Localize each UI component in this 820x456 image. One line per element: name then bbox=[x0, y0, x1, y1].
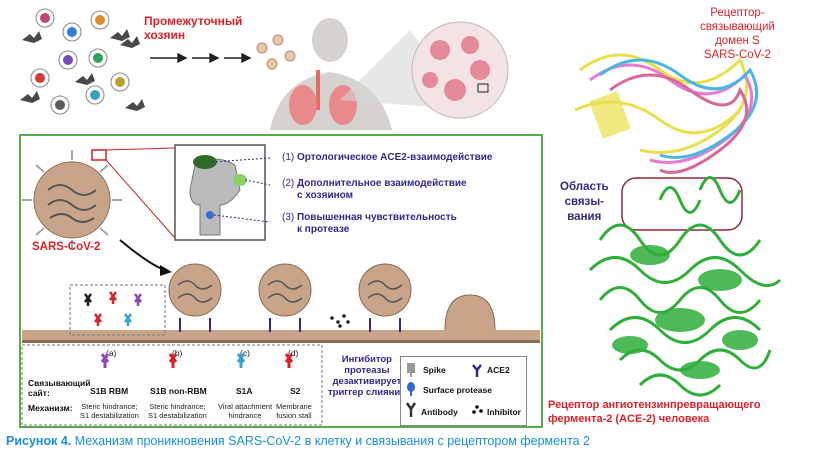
cell-membrane bbox=[22, 330, 540, 340]
figure-caption-label: Рисунок 4. bbox=[6, 434, 72, 448]
interaction-1-num: (1) bbox=[282, 152, 295, 163]
legend-antibody: Antibody bbox=[421, 407, 458, 417]
col-d-site: S2 bbox=[290, 386, 301, 396]
sars-cov-2-virion bbox=[22, 147, 176, 250]
col-a-site: S1B RBM bbox=[90, 386, 129, 396]
legend-spike: Spike bbox=[423, 365, 446, 375]
protein-structure bbox=[574, 53, 782, 397]
col-a-letter: (a) bbox=[106, 348, 117, 358]
bats-and-viruses-cluster bbox=[20, 8, 145, 115]
attaching-virions bbox=[168, 263, 496, 332]
col-d-mech: Membrane fusion stall bbox=[276, 402, 312, 420]
surface-protease-icon bbox=[407, 382, 415, 396]
interaction-2-text: Дополнительное взаимодействие с хозяином bbox=[297, 178, 467, 201]
legend-protease: Surface protease bbox=[423, 385, 492, 395]
col-c-site: S1A bbox=[236, 386, 253, 396]
figure-caption: Рисунок 4. Механизм проникновения SARS-C… bbox=[6, 434, 590, 448]
released-virions bbox=[256, 34, 296, 70]
sars-cov-2-label: SARS-CoV-2 bbox=[32, 241, 101, 253]
binding-site-row-label: Связывающий сайт: bbox=[28, 378, 91, 398]
col-b-site: S1B non-RBM bbox=[150, 386, 207, 396]
interaction-1: (1) Ортологическое ACE2-взаимодействие bbox=[282, 152, 492, 163]
antibodies-box bbox=[69, 284, 166, 336]
interaction-1-text: Ортологическое ACE2-взаимодействие bbox=[297, 152, 493, 163]
interaction-3-num: (3) bbox=[282, 212, 295, 223]
figure-caption-text: Механизм проникновения SARS-CoV-2 в клет… bbox=[71, 434, 590, 448]
col-b-letter: (b) bbox=[172, 348, 183, 358]
col-a-mech: Steric hindrance; S1 destabilization bbox=[80, 402, 139, 420]
col-c-mech: Viral attachment hindrance bbox=[218, 402, 273, 420]
interaction-3: (3) Повышенная чувствительность к протеа… bbox=[282, 212, 457, 236]
spike-zoom-box bbox=[174, 144, 271, 241]
lung-magnifier bbox=[340, 21, 509, 119]
interaction-2-num: (2) bbox=[282, 178, 295, 189]
legend-inhibitor: Inhibitor bbox=[487, 407, 521, 417]
receptor-domain-label: Рецептор- связывающий домен S SARS-CoV-2 bbox=[700, 7, 775, 61]
mechanism-panel-border bbox=[19, 134, 543, 428]
antibody-icon bbox=[405, 402, 417, 417]
col-c-letter: (c) bbox=[240, 348, 250, 358]
col-d-letter: (d) bbox=[288, 348, 299, 358]
binding-region-label: Область связы- вания bbox=[560, 181, 609, 223]
inhibitor-icon bbox=[472, 405, 483, 414]
transmission-arrows bbox=[150, 52, 252, 64]
spike-icon bbox=[407, 363, 415, 377]
legend-icons bbox=[405, 363, 483, 417]
ace2-receptor-label: Рецептор ангиотензинпревращающего фермен… bbox=[548, 399, 761, 425]
protease-inhibitor-label: Ингибитор протеазы дезактивирует триггер… bbox=[328, 354, 406, 398]
mechanism-row-label: Механизм: bbox=[28, 403, 73, 413]
legend-ace2: ACE2 bbox=[487, 365, 510, 375]
legend-box: Spike ACE2 Surface protease Antibody Inh… bbox=[400, 356, 527, 426]
col-b-mech: Steric hindrance; S1 destabilization bbox=[148, 402, 207, 420]
interaction-3-text: Повышенная чувствительность к протеазе bbox=[297, 212, 457, 235]
ace2-icon bbox=[472, 364, 482, 377]
intermediate-host-label: Промежуточный хозяин bbox=[144, 14, 243, 42]
interaction-2: (2) Дополнительное взаимодействие с хозя… bbox=[282, 178, 467, 202]
